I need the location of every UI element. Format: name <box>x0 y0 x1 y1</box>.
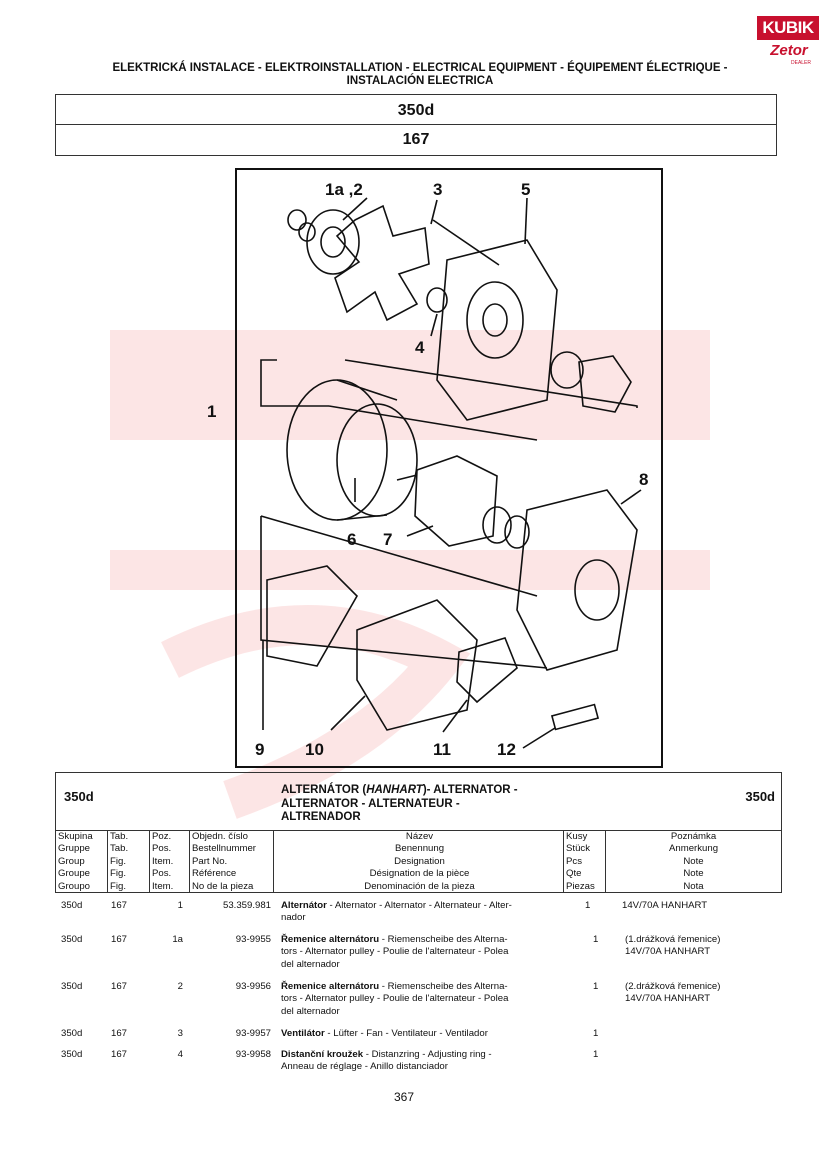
callout-4: 4 <box>415 338 425 357</box>
alternator-drawing <box>260 197 642 749</box>
section-title-line2: INSTALACIÓN ELECTRICA <box>346 75 494 87</box>
callout-1a-2: 1a ,2 <box>325 180 363 199</box>
group-code: 350d <box>56 95 776 125</box>
logo-sub: Zetor <box>770 42 808 59</box>
parts-table-title-row: 350d ALTERNÁTOR (HANHART)- ALTERNATOR - … <box>56 773 781 831</box>
callout-12: 12 <box>497 740 516 759</box>
callout-1: 1 <box>207 402 217 421</box>
callout-10: 10 <box>305 740 324 759</box>
exploded-diagram: 1a ,2 3 5 4 1 8 6 7 9 10 11 12 <box>207 168 663 768</box>
parts-table-header: 350d ALTERNÁTOR (HANHART)- ALTERNATOR - … <box>55 772 782 893</box>
table-code: 167 <box>402 131 430 148</box>
table-title-line3: ALTRENADOR <box>281 811 361 823</box>
table-title: ALTERNÁTOR (HANHART)- ALTERNATOR - ALTER… <box>281 784 611 825</box>
table-title-line1: ALTERNÁTOR (HANHART)- ALTERNATOR - <box>281 784 611 798</box>
callout-11: 11 <box>433 740 451 759</box>
callout-3: 3 <box>433 180 443 199</box>
section-title: ELEKTRICKÁ INSTALACE - ELEKTROINSTALLATI… <box>60 62 780 88</box>
group-box: 350d 167 <box>55 94 777 156</box>
table-title-em: HANHART <box>366 784 423 796</box>
table-group-left: 350d <box>64 789 94 804</box>
logo-dealer: DEALER <box>791 60 812 66</box>
callout-8: 8 <box>639 470 649 489</box>
callout-7: 7 <box>383 530 393 549</box>
table-title-line2: ALTERNATOR - ALTERNATEUR - <box>281 797 460 810</box>
callout-9: 9 <box>255 740 265 759</box>
page-number: 367 <box>394 1090 415 1104</box>
col-pos: Poz.Pos.Item.Pos.Item. <box>150 831 190 892</box>
table-title-pre: ALTERNÁTOR ( <box>281 784 367 796</box>
table-title-post: )- ALTERNATOR - <box>422 784 518 796</box>
kubik-zetor-logo: KUBIK Zetor DEALER <box>757 16 819 68</box>
watermark-logo <box>110 330 710 819</box>
section-title-line1: ELEKTRICKÁ INSTALACE - ELEKTROINSTALLATI… <box>112 62 728 74</box>
logo-brand: KUBIK <box>757 16 819 40</box>
col-tab: Tab.Tab.Fig.Fig.Fig. <box>108 831 150 892</box>
callout-5: 5 <box>521 180 531 199</box>
callout-6: 6 <box>347 530 357 549</box>
table-group-right: 350d <box>745 789 775 804</box>
